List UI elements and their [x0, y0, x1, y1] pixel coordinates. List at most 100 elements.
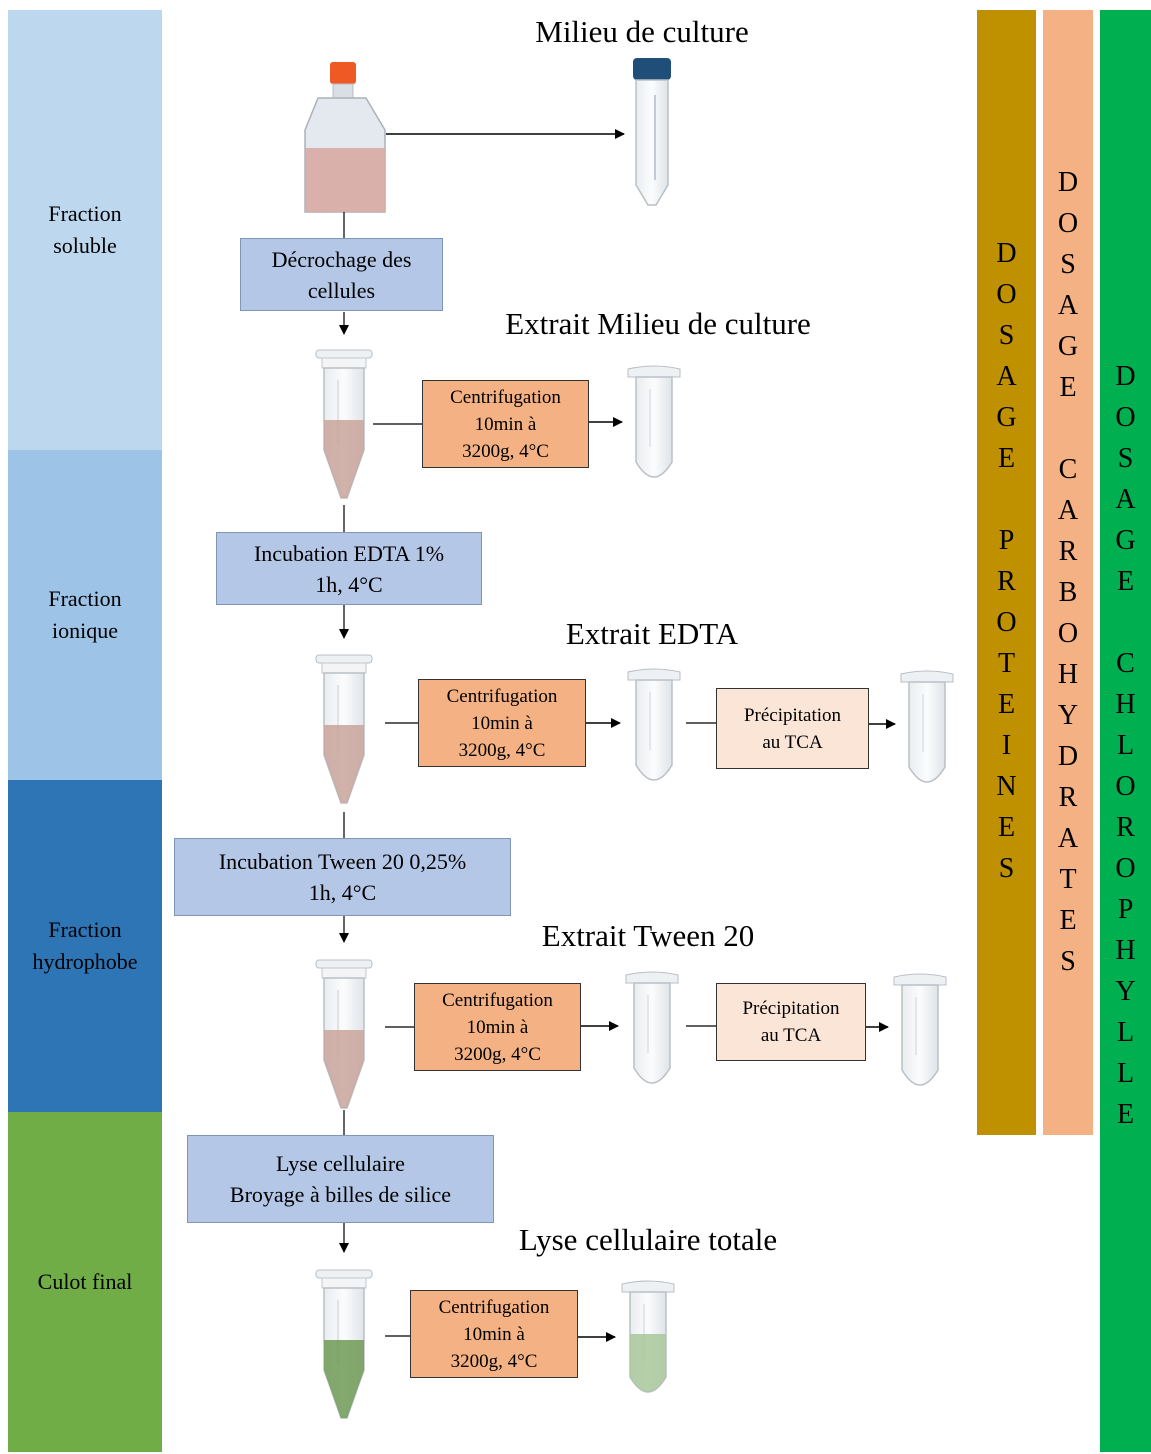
falcon-tube: [633, 58, 671, 206]
centrifugation-box-lyse: Centrifugation 10min à 3200g, 4°C: [410, 1290, 578, 1378]
step-lyse-cellulaire: Lyse cellulaire Broyage à billes de sili…: [187, 1135, 494, 1223]
vertical-letter: E: [997, 443, 1016, 474]
tube-extrait-edta: [316, 655, 372, 803]
vertical-letter: P: [1117, 894, 1134, 925]
tube-precipitate-edta: [900, 670, 954, 783]
vertical-letter: E: [1059, 905, 1077, 936]
vertical-letter: H: [1115, 689, 1136, 720]
vertical-letter: O: [1057, 618, 1079, 649]
band-label: Fraction ionique: [48, 586, 122, 643]
vertical-letter: E: [1116, 1099, 1135, 1130]
band-fraction-ionique: Fraction ionique: [8, 450, 162, 780]
vertical-letter: R: [997, 566, 1016, 597]
band-label: Culot final: [37, 1269, 133, 1294]
vertical-letter: C: [1058, 454, 1078, 485]
vertical-letter: G: [996, 402, 1017, 433]
vertical-letter: T: [997, 648, 1016, 679]
vertical-letter: A: [1057, 823, 1079, 854]
vertical-letter: P: [998, 525, 1015, 556]
step-decrochage: Décrochage des cellules: [240, 238, 443, 311]
vertical-letter: O: [1115, 853, 1136, 884]
title-extrait-edta: Extrait EDTA: [565, 616, 739, 651]
tube-supernatant-edta: [627, 668, 681, 781]
vertical-letter: H: [1115, 935, 1136, 966]
tube-supernatant-lyse: [621, 1280, 675, 1393]
band-fraction-soluble: Fraction soluble: [8, 10, 162, 450]
vertical-letter: A: [1057, 495, 1079, 526]
title-milieu-de-culture: Milieu de culture: [535, 14, 749, 49]
step-incubation-tween: Incubation Tween 20 0,25% 1h, 4°C: [174, 838, 511, 916]
vertical-gap: [996, 479, 1016, 520]
band-label: Fraction hydrophobe: [32, 917, 138, 974]
vertical-letter: S: [1060, 249, 1076, 280]
vertical-letter: C: [1116, 648, 1135, 679]
vertical-letter: D: [996, 238, 1017, 269]
precipitation-box-tween: Précipitation au TCA: [716, 983, 866, 1061]
vertical-letter: I: [1001, 730, 1012, 761]
tube-precipitate-tween: [893, 973, 947, 1086]
vertical-letter: E: [1059, 372, 1077, 403]
tube-extrait-tween: [316, 960, 372, 1108]
vertical-letter: A: [996, 361, 1017, 392]
vertical-letter: A: [1057, 290, 1079, 321]
vertical-letter: L: [1116, 1017, 1135, 1048]
band-culot-final: Culot final: [8, 1112, 162, 1452]
vertical-letter: R: [1116, 812, 1135, 843]
vertical-letter: Y: [1115, 976, 1136, 1007]
title-lyse-totale: Lyse cellulaire totale: [518, 1222, 778, 1257]
vertical-letter: H: [1057, 659, 1079, 690]
tube-lyse-totale: [316, 1270, 372, 1418]
vertical-letter: O: [1057, 208, 1079, 239]
vertical-letter: T: [1059, 864, 1077, 895]
vertical-letter: E: [1116, 566, 1135, 597]
vertical-letter: G: [1115, 525, 1136, 556]
vertical-letter: E: [997, 689, 1016, 720]
centrifugation-box-edta: Centrifugation 10min à 3200g, 4°C: [418, 679, 586, 767]
centrifugation-box-milieu: Centrifugation 10min à 3200g, 4°C: [422, 380, 589, 468]
vertical-letter: B: [1058, 577, 1078, 608]
step-incubation-edta: Incubation EDTA 1% 1h, 4°C: [216, 532, 482, 605]
vertical-gap: [1058, 408, 1078, 449]
vertical-letter: R: [1058, 782, 1078, 813]
vertical-letter: G: [1057, 331, 1079, 362]
vertical-letter: R: [1058, 536, 1078, 567]
centrifugation-box-tween: Centrifugation 10min à 3200g, 4°C: [414, 983, 581, 1071]
vertical-letter: S: [998, 320, 1015, 351]
band-label: Fraction soluble: [48, 201, 122, 258]
vertical-letter: D: [1057, 167, 1079, 198]
vertical-letter: O: [1115, 771, 1136, 802]
vertical-letter: A: [1115, 484, 1136, 515]
precipitation-box-edta: Précipitation au TCA: [716, 688, 869, 769]
vertical-letter: Y: [1057, 700, 1079, 731]
tube-supernatant-tween: [625, 971, 679, 1084]
band-fraction-hydrophobe: Fraction hydrophobe: [8, 780, 162, 1112]
tube-extrait-milieu: [316, 350, 372, 498]
culture-flask: [304, 62, 386, 213]
vertical-gap: [1115, 602, 1135, 643]
vertical-letter: D: [1057, 741, 1079, 772]
vertical-letter: D: [1115, 361, 1136, 392]
vertical-letter: L: [1116, 1058, 1135, 1089]
vertical-letter: N: [996, 771, 1017, 802]
vertical-letter: S: [998, 853, 1015, 884]
title-extrait-milieu: Extrait Milieu de culture: [505, 306, 811, 341]
vertical-letter: O: [996, 279, 1017, 310]
tube-supernatant-milieu: [627, 365, 681, 478]
vertical-letter: S: [1060, 946, 1076, 977]
vertical-letter: S: [1117, 443, 1134, 474]
title-extrait-tween: Extrait Tween 20: [541, 918, 755, 953]
vertical-letter: O: [1115, 402, 1136, 433]
vertical-letter: E: [997, 812, 1016, 843]
vertical-letter: O: [996, 607, 1017, 638]
